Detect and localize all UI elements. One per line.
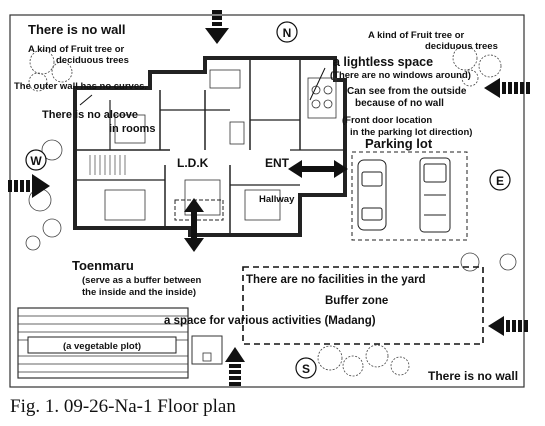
- label-no-wall-bottom: There is no wall: [428, 369, 518, 383]
- vegetable-plot-label-box: [27, 336, 177, 354]
- label-outer-wall: The outer wall has no curves.: [14, 81, 147, 92]
- label-ent: ENT: [265, 156, 290, 170]
- label-front-door-1: (Front door location: [342, 115, 432, 126]
- arrow-east-bottom: [488, 316, 528, 336]
- arrow-east-top: [484, 78, 530, 98]
- arrow-toenmaru-double: [184, 198, 204, 252]
- label-toenmaru-desc-1: (serve as a buffer between: [82, 275, 202, 286]
- buffer-zone-outline: [242, 266, 484, 345]
- label-fruit-tree-right-2: deciduous trees: [425, 41, 498, 52]
- tree-cluster-bottom: [317, 344, 410, 377]
- tree-cluster-top-left: [28, 49, 73, 92]
- label-no-alcove-1: There is no alcove: [42, 109, 138, 121]
- compass-south: S: [295, 357, 317, 379]
- tree-cluster-bottom-right: [460, 252, 517, 272]
- figure-caption: Fig. 1. 09-26-Na-1 Floor plan: [10, 396, 236, 417]
- arrow-bottom: [225, 347, 245, 386]
- car-right: [419, 157, 451, 233]
- arrow-top: [205, 10, 229, 44]
- label-ldk: L.D.K: [177, 156, 209, 170]
- stair-hatching: [89, 155, 126, 175]
- label-no-facilities: There are no facilities in the yard: [246, 274, 426, 286]
- label-activities: a space for various activities (Madang): [164, 315, 376, 327]
- label-hallway: Hallway: [259, 194, 295, 205]
- label-lightless-space: a lightless space: [333, 55, 433, 69]
- label-parking-lot: Parking lot: [365, 136, 433, 151]
- car-left: [357, 159, 387, 231]
- toenmaru-outline: [174, 199, 224, 221]
- label-see-outside-1: Can see from the outside: [347, 86, 467, 97]
- label-fruit-tree-left-2: deciduous trees: [56, 55, 129, 66]
- compass-west: W: [25, 149, 47, 171]
- arrow-west: [8, 174, 50, 198]
- arrow-entrance-double: [288, 160, 348, 178]
- label-front-door-2: in the parking lot direction): [350, 127, 472, 138]
- leader-lines: [79, 67, 326, 106]
- compass-east: E: [489, 169, 511, 191]
- storage-box: [191, 335, 223, 365]
- svg-text:S: S: [302, 362, 310, 376]
- svg-text:N: N: [283, 26, 292, 40]
- house-plan: [73, 56, 347, 237]
- tree-cluster-top-right: [452, 45, 502, 87]
- furniture: [104, 69, 337, 221]
- compass-north: N: [276, 21, 298, 43]
- label-no-windows: (There are no windows around): [330, 70, 471, 81]
- label-toenmaru-desc-2: the inside and the inside): [82, 287, 196, 298]
- svg-text:W: W: [30, 154, 42, 168]
- site-boundary: [9, 14, 525, 388]
- label-no-wall-top: There is no wall: [28, 22, 126, 37]
- label-fruit-tree-right-1: A kind of Fruit tree or: [368, 30, 465, 41]
- label-toenmaru: Toenmaru: [72, 258, 134, 273]
- label-buffer-zone: Buffer zone: [325, 295, 388, 307]
- svg-text:E: E: [496, 174, 504, 188]
- parking-lot-outline: [351, 151, 468, 241]
- label-fruit-tree-left-1: A kind of Fruit tree or: [28, 44, 125, 55]
- label-see-outside-2: because of no wall: [355, 98, 444, 109]
- storage-box-inner: [202, 352, 212, 362]
- label-vegetable-plot: (a vegetable plot): [63, 341, 141, 352]
- label-no-alcove-2: in rooms: [109, 123, 155, 135]
